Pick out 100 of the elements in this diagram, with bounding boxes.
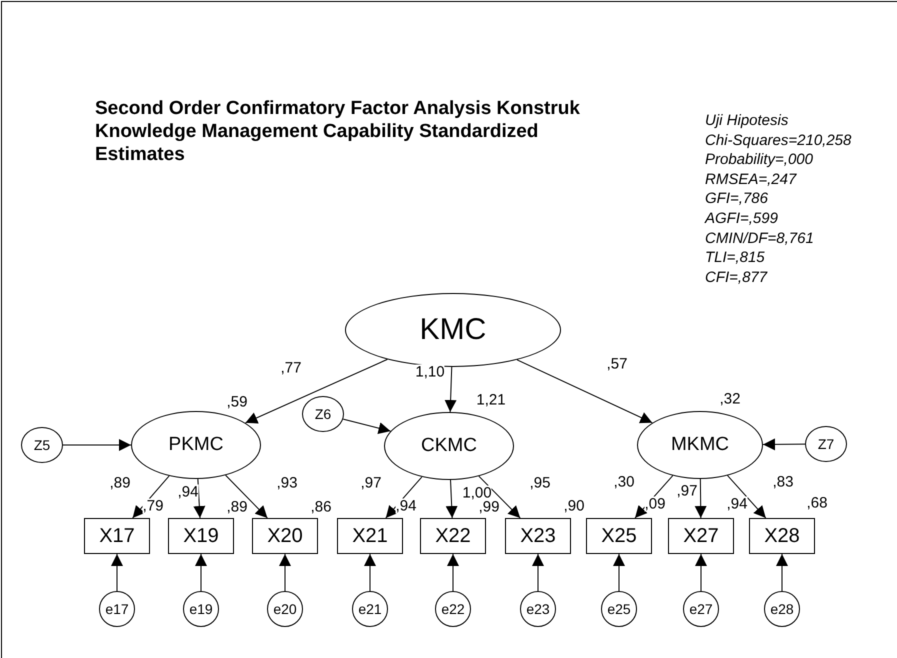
arrow	[727, 475, 766, 518]
arrow	[762, 438, 806, 450]
arrow	[695, 554, 707, 592]
error-term-circle	[183, 591, 219, 627]
variable-label: e28	[770, 601, 794, 617]
observed-variable-box	[749, 518, 815, 554]
observed-variable-box	[337, 518, 403, 554]
observed-variable-box	[252, 518, 318, 554]
arrow	[516, 359, 653, 424]
fit-statistic: CFI=,877	[705, 270, 768, 285]
arrow	[342, 418, 392, 434]
arrow	[279, 554, 291, 592]
squared-multiple-correlation: ,79	[142, 498, 164, 514]
squared-multiple-correlation: 1,21	[476, 392, 506, 408]
observed-variable-box	[668, 518, 734, 554]
edge-label: ,57	[606, 356, 628, 372]
variable-label: e23	[526, 601, 550, 617]
variable-label: X20	[267, 524, 303, 548]
edge-label: ,95	[530, 476, 550, 490]
observed-variable-box	[420, 518, 486, 554]
edge-label: ,94	[178, 484, 198, 500]
variable-label: Z7	[818, 436, 834, 452]
edge-label: ,77	[280, 360, 302, 376]
arrow	[532, 554, 544, 592]
arrow	[478, 476, 521, 518]
arrow	[364, 554, 376, 592]
edge-label: ,89	[110, 476, 130, 490]
variable-label: e17	[105, 601, 129, 617]
arrow	[444, 366, 457, 412]
squared-multiple-correlation: ,59	[226, 394, 248, 410]
squared-multiple-correlation: ,94	[726, 496, 748, 512]
fit-statistic: CMIN/DF=8,761	[705, 230, 814, 246]
squared-multiple-correlation: ,09	[644, 496, 666, 512]
disturbance-ellipse	[302, 396, 344, 432]
fit-statistic: Probability=,000	[705, 152, 813, 168]
squared-multiple-correlation: ,89	[226, 500, 248, 514]
fit-statistic: AGFI=,599	[705, 211, 778, 226]
variable-label: PKMC	[168, 434, 224, 456]
arrow	[776, 554, 788, 592]
arrow	[195, 554, 207, 592]
variable-label: X21	[352, 524, 388, 548]
variable-label: CKMC	[421, 435, 477, 457]
variable-label: e20	[273, 601, 297, 617]
variable-label: e21	[358, 601, 382, 617]
error-term-circle	[99, 591, 135, 627]
error-term-circle	[601, 591, 637, 627]
variable-label: X23	[520, 524, 556, 548]
observed-variable-box	[84, 518, 150, 554]
diagram-title: Second Order Confirmatory Factor Analysis Konstruk Knowledge Management Capability Standardized Estimates	[95, 97, 581, 166]
squared-multiple-correlation: ,86	[310, 500, 332, 514]
disturbance-ellipse	[21, 427, 63, 463]
arrow	[694, 478, 707, 518]
edge-label: ,97	[676, 484, 698, 498]
variable-label: X27	[683, 524, 719, 548]
arrow	[244, 358, 388, 424]
error-term-circle	[764, 591, 800, 627]
variable-label: X28	[764, 524, 800, 548]
error-term-circle	[352, 591, 388, 627]
fit-statistic: RMSEA=,247	[705, 172, 796, 187]
variable-label: X22	[435, 524, 471, 548]
arrow	[385, 476, 422, 518]
fit-statistic: TLI=,815	[705, 250, 765, 266]
variable-label: X19	[183, 524, 219, 548]
arrow	[613, 554, 625, 592]
squared-multiple-correlation: ,32	[720, 392, 740, 406]
edge-label: ,83	[772, 474, 794, 490]
edge-label: 1,00	[462, 486, 492, 500]
squared-multiple-correlation: ,99	[478, 500, 500, 514]
observed-variable-box	[168, 518, 234, 554]
variable-label: MKMC	[670, 434, 730, 456]
squared-multiple-correlation: ,94	[396, 498, 416, 514]
error-term-circle	[683, 591, 719, 627]
disturbance-ellipse	[805, 426, 847, 462]
arrow	[225, 474, 268, 518]
error-term-circle	[520, 591, 556, 627]
variable-label: Z6	[314, 406, 332, 422]
arrow	[111, 554, 123, 592]
arrow	[634, 475, 674, 518]
fit-statistic: GFI=,786	[705, 191, 768, 206]
fit-statistic: Uji Hipotesis	[705, 113, 788, 128]
variable-label: X25	[601, 524, 637, 548]
arrow	[446, 480, 458, 518]
variable-label: e27	[689, 601, 713, 617]
variable-label: KMC	[420, 313, 486, 347]
arrow	[62, 439, 132, 451]
squared-multiple-correlation: ,68	[806, 496, 828, 510]
variable-label: e22	[441, 601, 465, 617]
edge-label: ,30	[614, 474, 634, 490]
error-term-circle	[435, 591, 471, 627]
variable-label: X17	[99, 524, 135, 548]
arrow	[132, 475, 170, 518]
arrow	[447, 554, 459, 592]
edge-label: ,97	[360, 476, 382, 490]
variable-label: Z5	[34, 437, 50, 453]
variable-label: e25	[607, 601, 631, 617]
squared-multiple-correlation: ,90	[564, 498, 584, 514]
observed-variable-box	[586, 518, 652, 554]
edge-label: ,93	[276, 476, 298, 490]
edge-label: 1,10	[415, 364, 445, 380]
variable-label: e19	[189, 601, 213, 617]
